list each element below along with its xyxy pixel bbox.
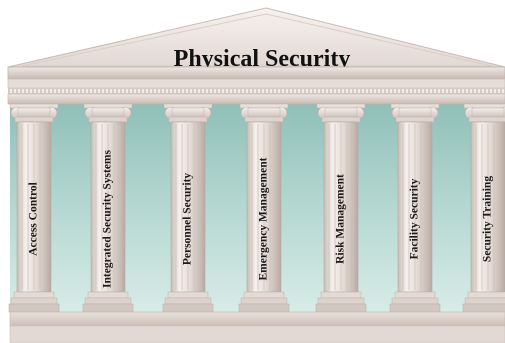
pillar: Personnel Security xyxy=(162,103,214,313)
pillar-row: Access Control Integrated Security System… xyxy=(8,103,505,313)
pillar: Emergency Management xyxy=(238,103,290,313)
pillar: Facility Security xyxy=(389,103,441,313)
pillar: Security Training xyxy=(462,103,505,313)
pillar: Risk Management xyxy=(315,103,367,313)
pediment: Physical Security xyxy=(7,7,505,72)
pillar: Access Control xyxy=(8,103,60,313)
pillar-label: Risk Management xyxy=(335,174,347,264)
pillar-label: Security Training xyxy=(482,176,494,262)
pillar-label: Access Control xyxy=(28,182,40,256)
entablature xyxy=(7,66,505,105)
stylobate xyxy=(9,311,505,343)
dentil-row xyxy=(10,89,504,93)
pillar-label: Personnel Security xyxy=(182,173,194,266)
pillar: Integrated Security Systems xyxy=(82,103,134,313)
pillar-label: Facility Security xyxy=(409,178,421,259)
pillar-label: Integrated Security Systems xyxy=(102,149,114,288)
pillar-label: Emergency Management xyxy=(258,157,270,280)
